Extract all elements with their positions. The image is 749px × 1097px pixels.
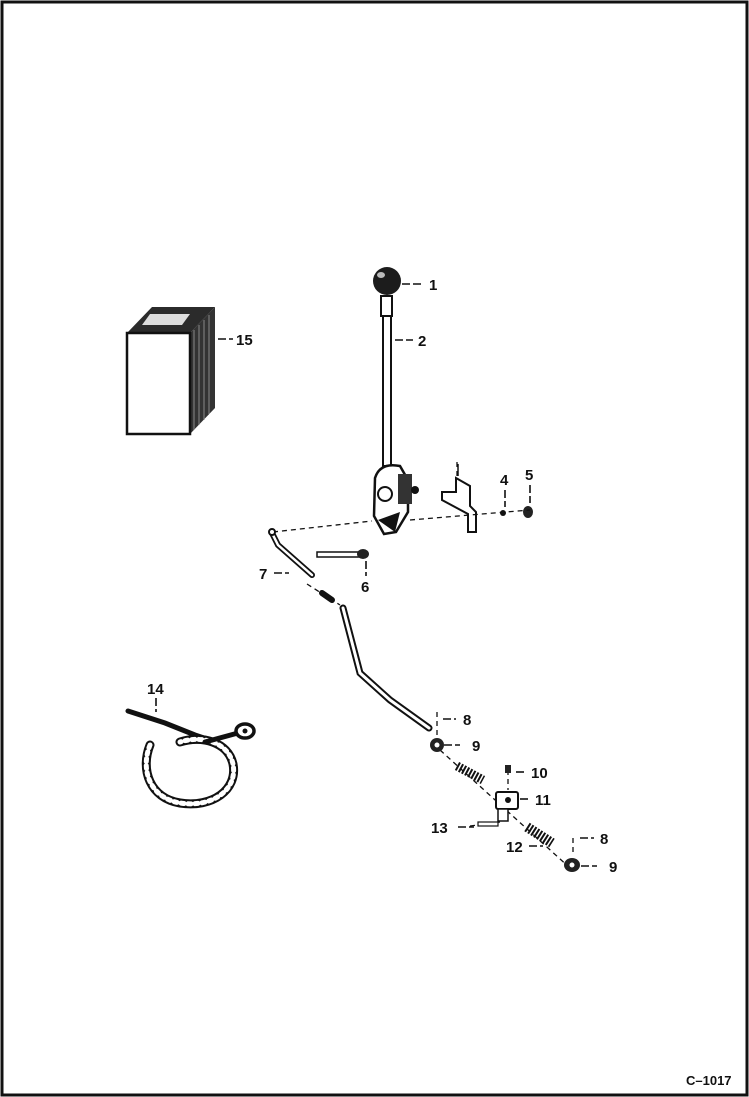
mounting-bracket	[441, 464, 477, 533]
part-6-bolt	[316, 549, 369, 559]
threaded-stud-upper	[454, 762, 486, 784]
callout-8-lower: 8	[600, 831, 608, 848]
alignment-lines	[272, 462, 574, 869]
callout-15: 15	[236, 332, 253, 349]
part-12-threaded-stud	[524, 822, 555, 848]
callout-1: 1	[429, 277, 437, 294]
part-9-nut-upper	[430, 738, 444, 752]
leader-lines	[155, 283, 597, 867]
part-15-box	[125, 307, 215, 436]
figure-id: C–1017	[686, 1073, 732, 1088]
callout-9-upper: 9	[472, 738, 480, 755]
callout-7: 7	[259, 566, 267, 583]
callout-2: 2	[418, 333, 426, 350]
callout-14: 14	[147, 681, 164, 698]
callout-9-lower: 9	[609, 859, 617, 876]
part-7-rod	[268, 528, 433, 732]
part-9-nut-lower	[564, 858, 580, 872]
callout-6: 6	[361, 579, 369, 596]
part-2-lever	[372, 295, 419, 536]
part-10-pin	[505, 765, 511, 773]
callout-12: 12	[506, 839, 523, 856]
part-14-cable	[125, 708, 256, 809]
callout-13: 13	[431, 820, 448, 837]
callout-labels: 1 2 4 5 6 7 8 9 10 11 12 13 8 9 14 15	[147, 277, 617, 876]
callout-4: 4	[500, 472, 509, 489]
part-1-knob	[373, 267, 401, 295]
part-5-nut	[523, 506, 533, 518]
part-13-screw	[477, 821, 499, 827]
callout-10: 10	[531, 765, 548, 782]
callout-5: 5	[525, 467, 533, 484]
part-11-clevis	[495, 791, 519, 822]
callout-8-upper: 8	[463, 712, 471, 729]
callout-11: 11	[535, 792, 551, 809]
